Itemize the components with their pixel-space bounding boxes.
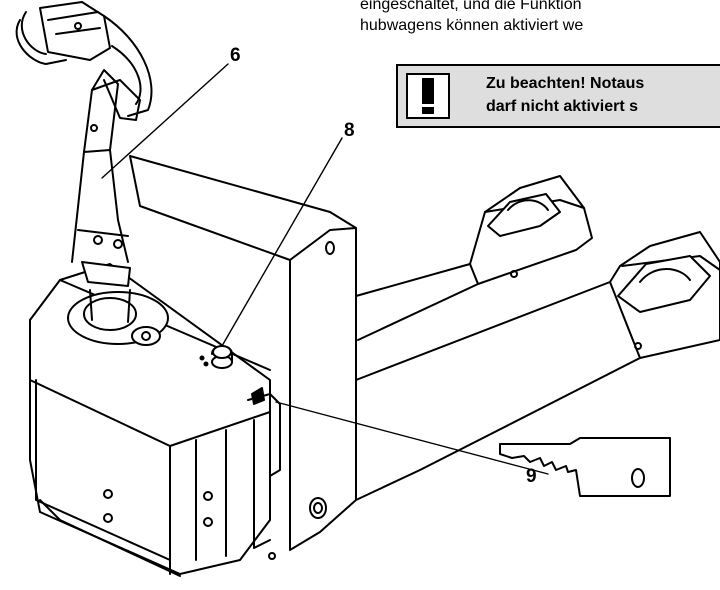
truck-body [29,263,281,577]
intro-text: eingeschaltet, und die Funktion hubwagen… [360,0,720,36]
callout-lines [101,63,549,475]
intro-line-2: hubwagens können aktiviert we [360,17,584,34]
emergency-stop-button [199,345,233,369]
fork-left [355,175,593,341]
intro-line-1: eingeschaltet, und die Funktion [360,0,582,13]
warning-line-1: Zu beachten! Notaus [486,75,645,92]
callout-9: 9 [526,466,537,487]
backrest-plate [129,155,357,551]
warning-line-2: darf nicht aktiviert s [486,98,639,115]
callout-8: 8 [344,120,355,141]
tiller-base [67,289,169,346]
callout-6: 6 [230,45,241,66]
warning-box: Zu beachten! Notaus darf nicht aktiviert… [396,64,720,128]
fork-right [355,231,720,501]
tiller-handle [15,1,153,117]
tiller-arm [71,69,141,287]
warning-text: Zu beachten! Notaus darf nicht aktiviert… [486,72,644,118]
exclamation-icon [406,73,450,119]
key-icon [499,437,671,497]
